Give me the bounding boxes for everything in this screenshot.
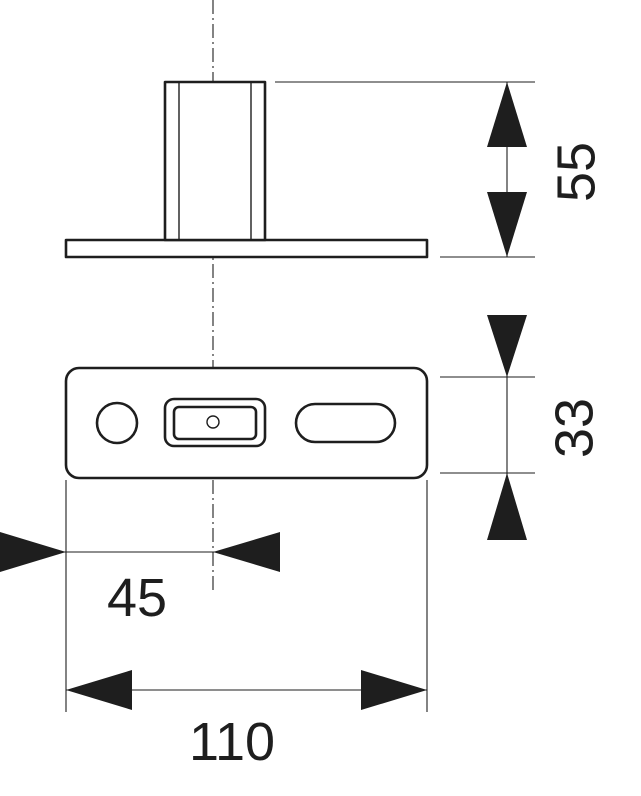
dimension-depth: 33 <box>440 315 604 540</box>
tube-inner-top <box>172 405 258 441</box>
arrow-up-icon <box>487 473 527 540</box>
base-plate-side <box>64 238 429 259</box>
dimension-center-offset: 45 <box>0 480 280 712</box>
tube-center-hole <box>206 415 220 429</box>
arrow-up-icon <box>487 82 527 147</box>
arrow-left-icon <box>213 532 280 572</box>
arrow-right-icon <box>0 532 66 572</box>
arrow-down-icon <box>487 192 527 257</box>
side-view <box>64 80 429 259</box>
slot-hole <box>294 402 397 444</box>
tube-side <box>163 80 267 242</box>
round-hole <box>95 401 139 445</box>
dimension-overall-width: 110 <box>66 480 428 772</box>
dimension-label-offset: 45 <box>107 568 167 628</box>
top-view <box>64 366 429 480</box>
arrow-right-icon <box>361 670 427 710</box>
dimension-height: 55 <box>275 81 606 258</box>
dimension-label-depth: 33 <box>544 398 604 458</box>
arrow-left-icon <box>66 670 132 710</box>
dimension-label-width: 110 <box>189 712 275 772</box>
arrow-down-icon <box>487 315 527 377</box>
dimension-label-height: 55 <box>546 142 606 202</box>
